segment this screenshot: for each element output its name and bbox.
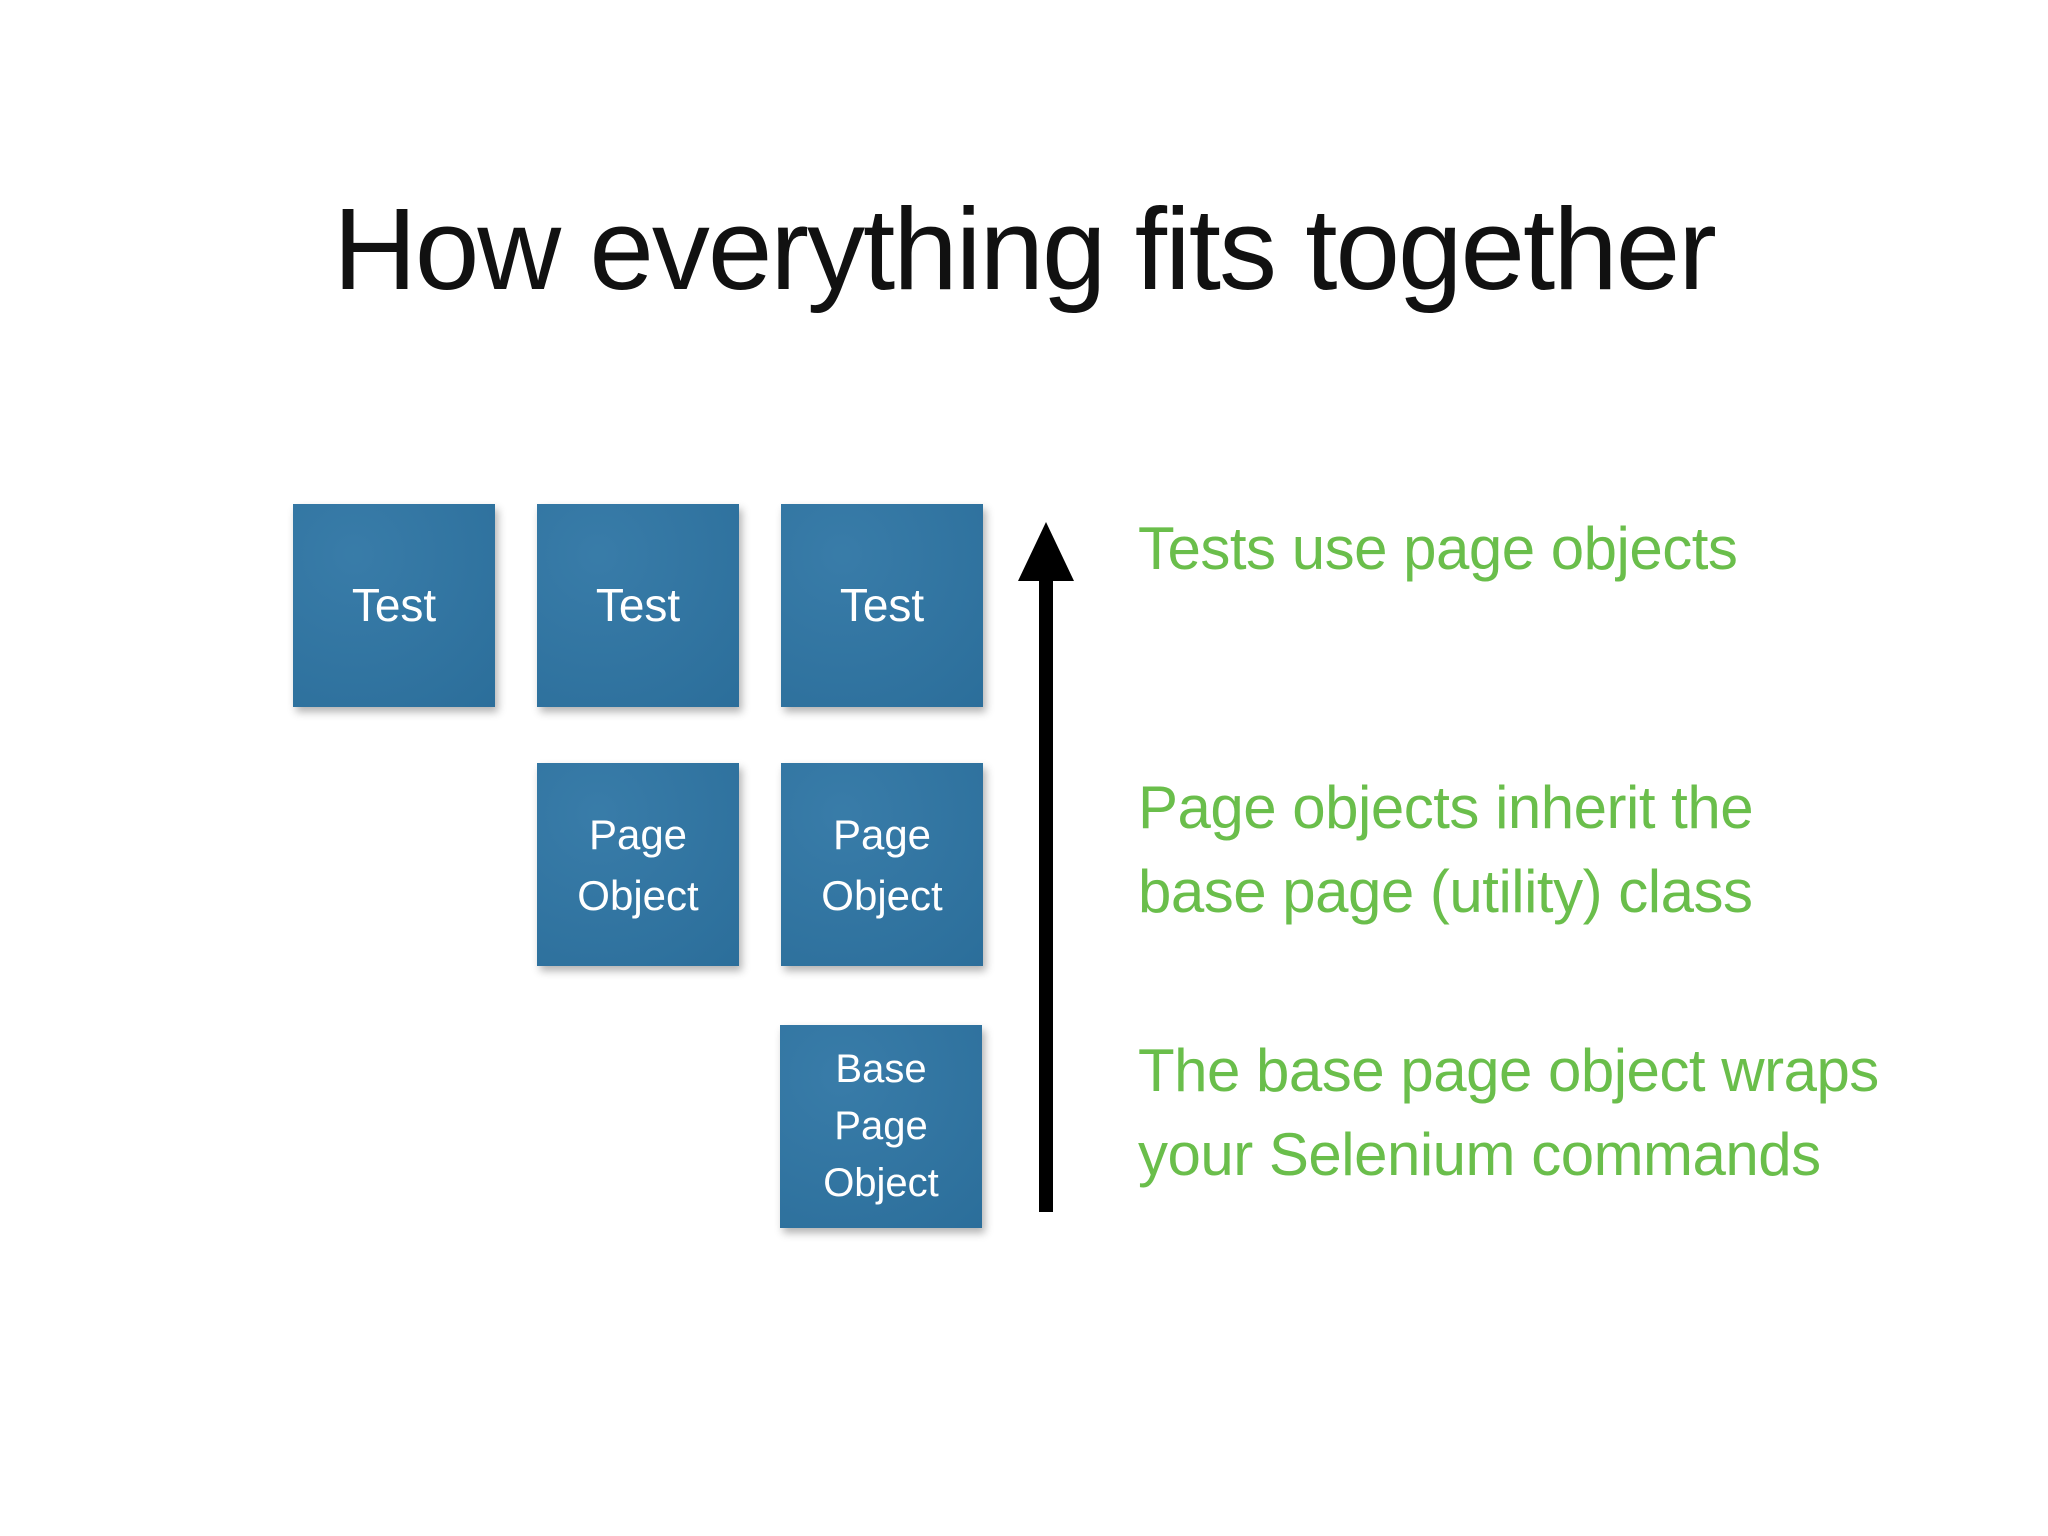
- box-label: Page Object: [577, 810, 699, 919]
- annotation-page-objects-inherit: Page objects inherit the base page (util…: [1138, 766, 1754, 934]
- box-label: Page Object: [821, 810, 943, 919]
- box-label: Test: [595, 578, 681, 631]
- box-label: Base Page Object: [823, 1047, 939, 1205]
- diagram-box-test-3: Test: [781, 504, 983, 707]
- box-label: Test: [351, 578, 437, 631]
- annotation-line: The base page object wraps: [1138, 1037, 1879, 1104]
- diagram-box-page-object-2: Page Object: [781, 763, 983, 966]
- annotation-line: Page objects inherit the: [1138, 774, 1754, 841]
- diagram-box-base-page-object: Base Page Object: [780, 1025, 982, 1228]
- annotation-line: Tests use page objects: [1138, 515, 1738, 582]
- box-label: Test: [839, 578, 925, 631]
- diagram-box-test-1: Test: [293, 504, 495, 707]
- diagram-box-page-object-1: Page Object: [537, 763, 739, 966]
- annotation-base-page-wraps-selenium: The base page object wraps your Selenium…: [1138, 1029, 1879, 1197]
- slide-title: How everything fits together: [333, 184, 1717, 314]
- up-arrow-icon: [1018, 522, 1074, 1212]
- annotation-line: base page (utility) class: [1138, 858, 1753, 925]
- annotation-line: your Selenium commands: [1138, 1121, 1821, 1188]
- annotation-tests-use-page-objects: Tests use page objects: [1138, 507, 1738, 591]
- diagram-box-test-2: Test: [537, 504, 739, 707]
